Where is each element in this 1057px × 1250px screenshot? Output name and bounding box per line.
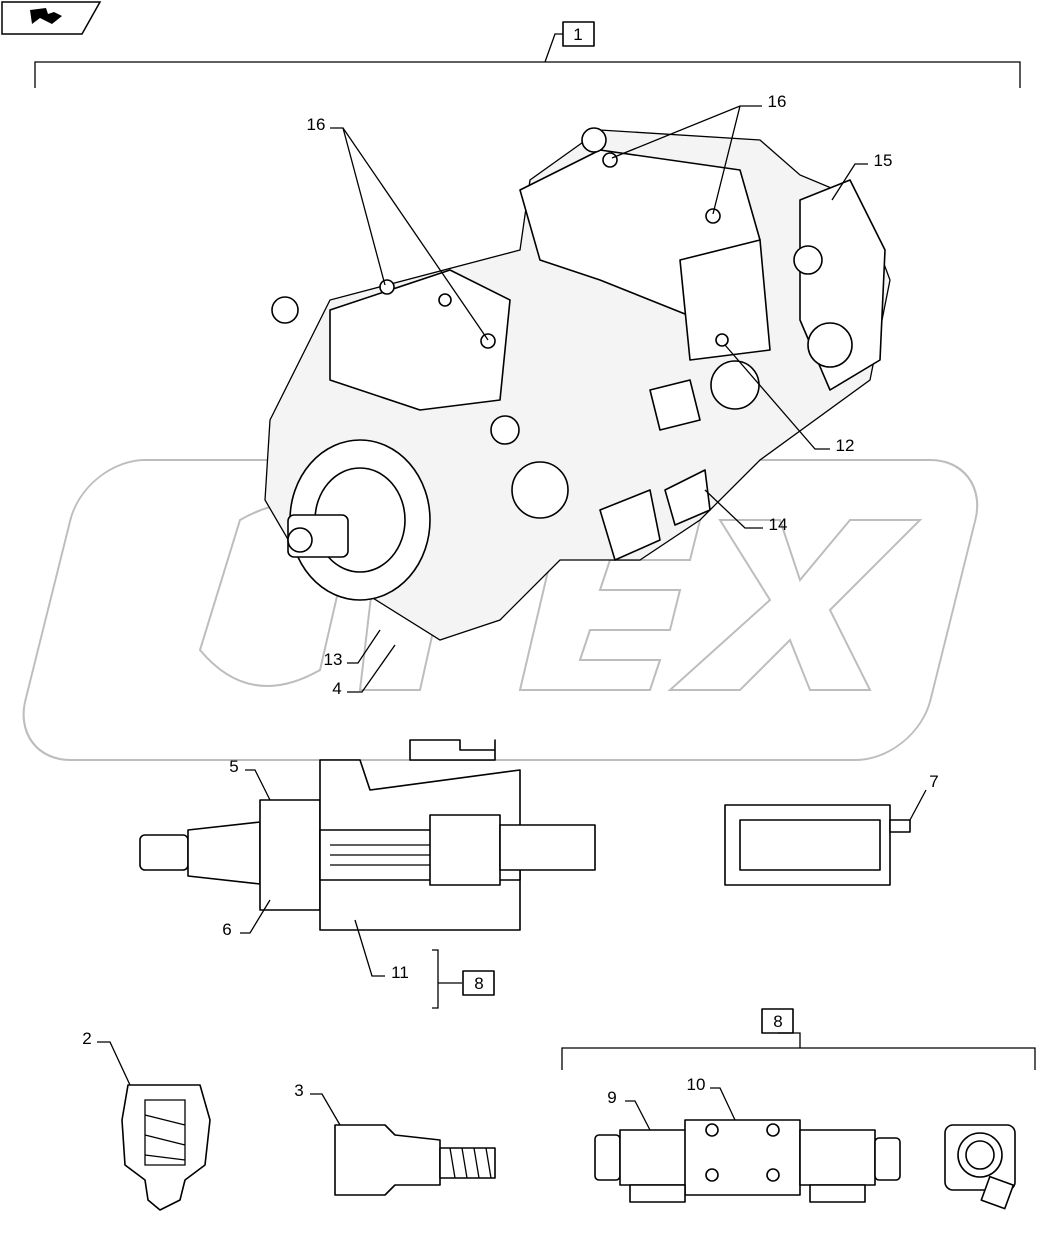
callout-2[interactable]: 2 <box>82 1029 91 1048</box>
callout-3[interactable]: 3 <box>294 1081 303 1100</box>
callout-1: 1 <box>573 25 582 44</box>
callout-box-kit[interactable] <box>462 970 495 996</box>
back-to-index-button[interactable] <box>1 1 102 35</box>
callout-box-kit[interactable] <box>761 1008 794 1034</box>
sleeve-part <box>724 804 911 886</box>
callout-8: 8 <box>474 974 483 993</box>
callout-16[interactable]: 16 <box>768 92 787 111</box>
callout-15[interactable]: 15 <box>874 151 893 170</box>
callout-9[interactable]: 9 <box>607 1088 616 1107</box>
callout-11[interactable]: 11 <box>391 963 409 982</box>
shaft-cross-section <box>139 739 596 931</box>
callout-8: 8 <box>773 1012 782 1031</box>
back-to-index-icon <box>30 8 62 24</box>
callout-5[interactable]: 5 <box>229 757 238 776</box>
callout-6[interactable]: 6 <box>222 920 231 939</box>
callout-14[interactable]: 14 <box>769 515 788 534</box>
callout-16[interactable]: 16 <box>307 115 326 134</box>
solenoid-valve <box>594 1119 1016 1210</box>
callout-13[interactable]: 13 <box>324 650 343 669</box>
valve-cartridge <box>334 1124 496 1196</box>
callout-12[interactable]: 12 <box>836 436 855 455</box>
callout-4[interactable]: 4 <box>332 679 341 698</box>
hydraulic-pump-assembly <box>264 127 891 641</box>
callout-7[interactable]: 7 <box>929 772 938 791</box>
relief-valve <box>121 1084 211 1211</box>
callout-10[interactable]: 10 <box>687 1075 706 1094</box>
